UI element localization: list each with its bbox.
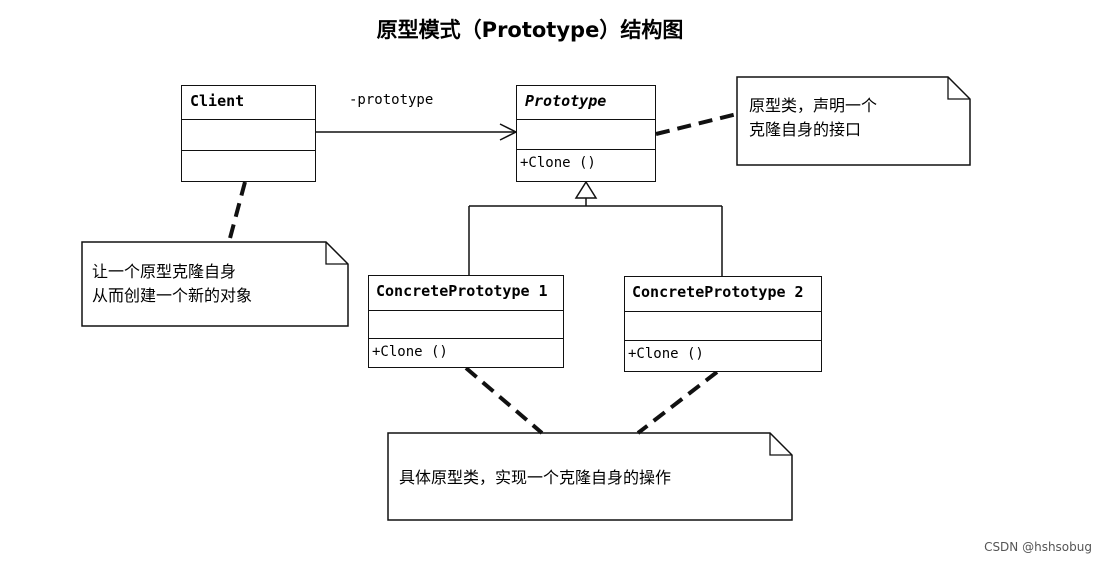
concrete-prototype-1-operation: +Clone () (372, 344, 448, 360)
inheritance-triangle (574, 180, 598, 199)
prototype-note-line-1: 原型类，声明一个 (749, 96, 878, 115)
prototype-class: Prototype +Clone () (516, 85, 656, 182)
concrete-note-shape (387, 432, 793, 521)
concrete1-note-anchor (464, 366, 544, 435)
diagram-title: 原型模式（Prototype）结构图 (376, 18, 684, 42)
concrete-note-line-1: 具体原型类，实现一个克隆自身的操作 (399, 468, 672, 487)
client-note-line-2: 从而创建一个新的对象 (92, 286, 253, 305)
watermark: CSDN @hshsobug (984, 540, 1092, 554)
client-operations (182, 151, 315, 180)
prototype-note-shape (736, 76, 971, 166)
concrete2-note-anchor (636, 370, 719, 435)
prototype-attributes (517, 120, 655, 150)
concrete-prototype-2-attributes (625, 312, 821, 341)
client-note-fold (325, 242, 348, 265)
concrete-note-fold (769, 433, 792, 456)
concrete-prototype-1-attributes (369, 311, 563, 339)
concrete-prototype-1-class: ConcretePrototype 1 +Clone () (368, 275, 564, 368)
prototype-note-anchor (655, 112, 738, 136)
client-attributes (182, 120, 315, 151)
prototype-operation: +Clone () (520, 155, 596, 171)
prototype-note-fold (947, 77, 970, 100)
prototype-note-line-2: 克隆自身的接口 (749, 120, 862, 139)
concrete-prototype-2-operation: +Clone () (628, 346, 704, 362)
client-note-shape (81, 241, 349, 327)
prototype-class-name: Prototype (525, 92, 607, 110)
concrete-prototype-2-name: ConcretePrototype 2 (632, 283, 804, 301)
client-note-anchor (227, 181, 247, 243)
prototype-note: 原型类，声明一个 克隆自身的接口 (749, 94, 877, 142)
client-class-name: Client (190, 92, 245, 110)
client-class: Client (181, 85, 316, 182)
concrete-note: 具体原型类，实现一个克隆自身的操作 (399, 466, 671, 490)
concrete-prototype-1-name: ConcretePrototype 1 (376, 282, 548, 300)
association-label: -prototype (349, 92, 434, 108)
concrete-prototype-2-class: ConcretePrototype 2 +Clone () (624, 276, 822, 372)
client-note-line-1: 让一个原型克隆自身 (92, 262, 237, 281)
client-note: 让一个原型克隆自身 从而创建一个新的对象 (92, 260, 252, 308)
